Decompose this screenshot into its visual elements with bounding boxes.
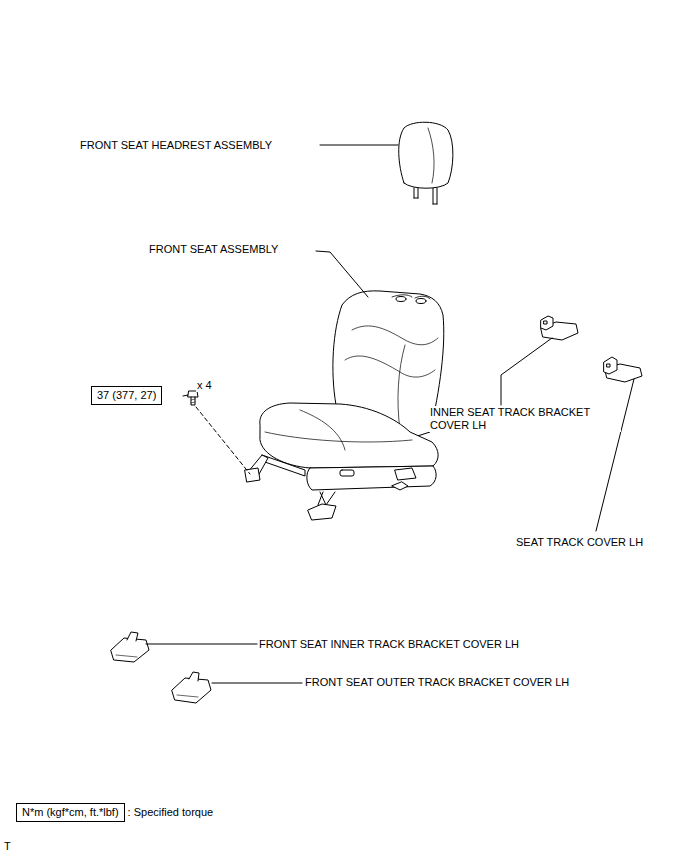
leader-line (183, 395, 188, 396)
inner-bracket-cover-drawing (111, 632, 149, 662)
legend-text: : Specified torque (128, 803, 214, 819)
torque-box: 37 (377, 27) (91, 386, 165, 405)
bolt-drawing (188, 391, 198, 405)
leader-line (212, 683, 302, 684)
part-name: FRONT SEAT ASSEMBLY (148, 243, 279, 256)
part-name: INNER SEAT TRACK BRACKET COVER LH (429, 406, 621, 432)
torque-value: 37 (377, 27) (91, 386, 162, 405)
part-name: FRONT SEAT INNER TRACK BRACKET COVER LH (258, 638, 520, 651)
quantity-label: x 4 (196, 379, 213, 392)
leader-line (146, 644, 257, 645)
part-name: FRONT SEAT OUTER TRACK BRACKET COVER LH (304, 676, 570, 689)
leader-line (501, 338, 552, 405)
page-mark: T (3, 840, 12, 852)
headrest-drawing (399, 122, 453, 204)
part-name: SEAT TRACK COVER LH (515, 536, 644, 549)
leader-line (316, 251, 368, 297)
leader-line (320, 145, 398, 146)
leader-line (596, 379, 634, 531)
bracket-cover-drawing (541, 316, 578, 340)
track-cover-drawing (604, 357, 642, 382)
seat-drawing (245, 291, 444, 520)
torque-value: N*m (kgf*cm, ft.*lbf) (16, 803, 125, 822)
dashed-line (196, 407, 250, 474)
part-name: FRONT SEAT HEADREST ASSEMBLY (79, 139, 273, 152)
outer-bracket-cover-drawing (172, 672, 211, 703)
torque-legend: N*m (kgf*cm, ft.*lbf): Specified torque (16, 803, 216, 822)
